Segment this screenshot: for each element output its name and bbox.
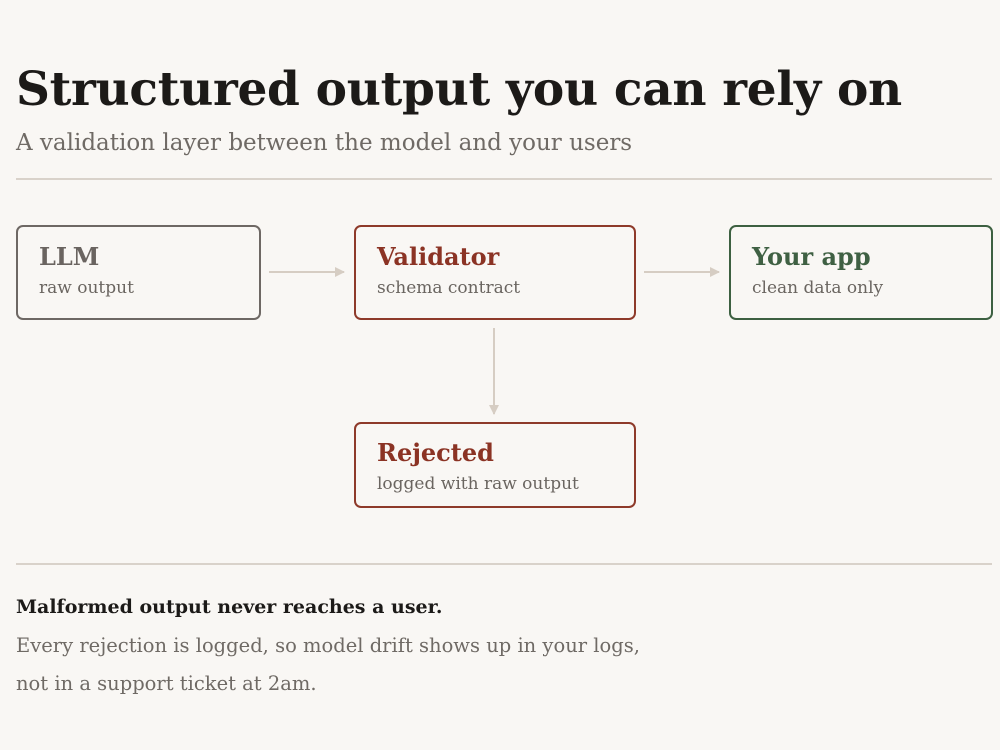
footer-line-2: not in a support ticket at 2am. <box>16 672 317 695</box>
node-llm-title: LLM <box>39 242 100 271</box>
node-rejected: Rejected logged with raw output <box>354 422 636 508</box>
node-your-app-subtitle: clean data only <box>752 277 884 298</box>
page-subtitle: A validation layer between the model and… <box>16 130 633 156</box>
footer-heading: Malformed output never reaches a user. <box>16 596 443 618</box>
node-validator: Validator schema contract <box>354 225 636 320</box>
node-your-app: Your app clean data only <box>729 225 993 320</box>
node-validator-title: Validator <box>377 242 500 271</box>
node-rejected-subtitle: logged with raw output <box>377 473 579 494</box>
node-llm-subtitle: raw output <box>39 277 134 298</box>
page-title: Structured output you can rely on <box>16 62 902 117</box>
node-validator-subtitle: schema contract <box>377 277 521 298</box>
node-rejected-title: Rejected <box>377 438 494 467</box>
footer-line-1: Every rejection is logged, so model drif… <box>16 634 640 657</box>
footer-divider <box>16 563 992 565</box>
node-your-app-title: Your app <box>752 242 871 271</box>
header-divider <box>16 178 992 180</box>
node-llm: LLM raw output <box>16 225 261 320</box>
